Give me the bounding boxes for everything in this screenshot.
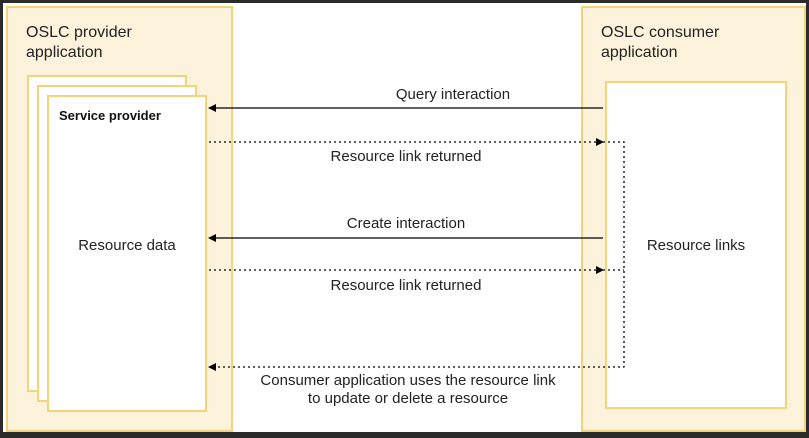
resource-links-label: Resource links xyxy=(646,237,746,254)
resource-links-box: Resource links xyxy=(605,81,787,409)
update-delete-arrow xyxy=(208,141,625,371)
create-interaction-label: Create interaction xyxy=(346,215,466,232)
provider-application-title: OSLC provider application xyxy=(26,24,132,61)
service-provider-title: Service provider xyxy=(59,108,161,123)
update-delete-label: Consumer application uses the resource l… xyxy=(260,372,556,407)
resource-link-returned-label-1: Resource link returned xyxy=(330,148,482,165)
resource-data-label: Resource data xyxy=(78,237,176,254)
consumer-application-title: OSLC consumer application xyxy=(601,24,720,61)
interaction-arrows xyxy=(208,104,625,371)
resource-link-returned-label-2: Resource link returned xyxy=(330,277,482,294)
service-provider-box: Service provider Resource data xyxy=(47,95,207,412)
query-interaction-label: Query interaction xyxy=(395,86,511,103)
diagram-canvas: OSLC provider application OSLC consumer … xyxy=(3,3,806,432)
